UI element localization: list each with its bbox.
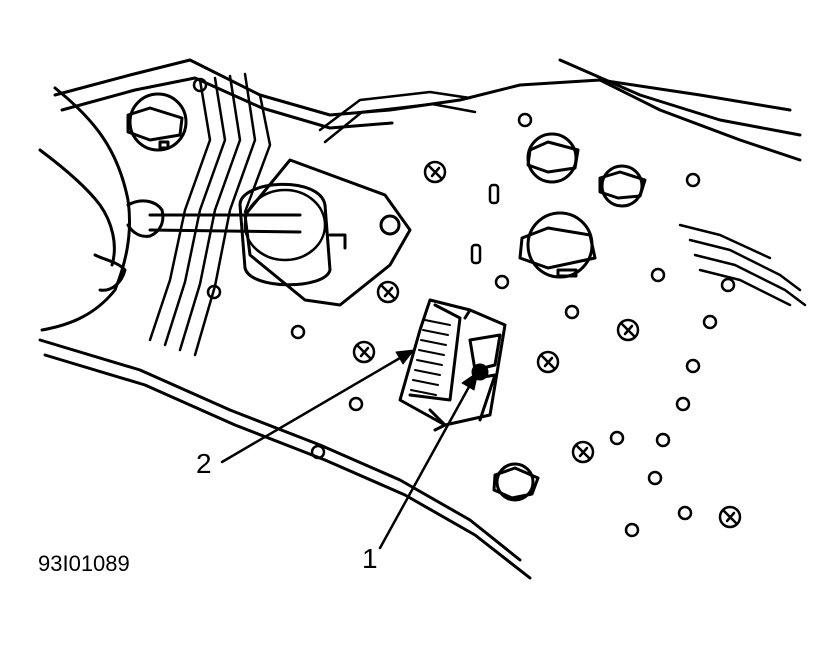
screws — [352, 160, 742, 529]
bulb-socket — [492, 462, 540, 502]
screw — [616, 318, 640, 342]
arrowhead-2 — [395, 349, 415, 365]
hand — [38, 86, 165, 332]
screw — [352, 340, 376, 364]
screw — [376, 280, 400, 304]
leader-line-2 — [220, 356, 402, 464]
screw — [423, 160, 447, 184]
callout-label-1: 1 — [362, 543, 378, 574]
callout-label-2: 2 — [196, 448, 212, 479]
figure-id: 93I01089 — [38, 551, 130, 576]
bulb-socket — [518, 211, 597, 279]
solder-dots — [192, 77, 736, 538]
circuit-traces — [148, 72, 807, 357]
bulb-socket — [126, 92, 188, 152]
slots — [470, 183, 500, 265]
connector — [398, 298, 507, 432]
gauge-bracket — [243, 158, 412, 307]
bulb-socket — [598, 164, 647, 208]
test-probe — [148, 182, 347, 287]
arrowhead-1 — [461, 371, 479, 391]
connector-terminals — [410, 319, 451, 396]
circuit-board-outline — [38, 58, 802, 580]
bulb-sockets — [126, 92, 647, 502]
screw — [718, 505, 742, 529]
screw — [571, 440, 595, 464]
bulb-socket — [526, 132, 580, 184]
leader-line-1 — [378, 383, 472, 550]
screw — [536, 350, 560, 374]
